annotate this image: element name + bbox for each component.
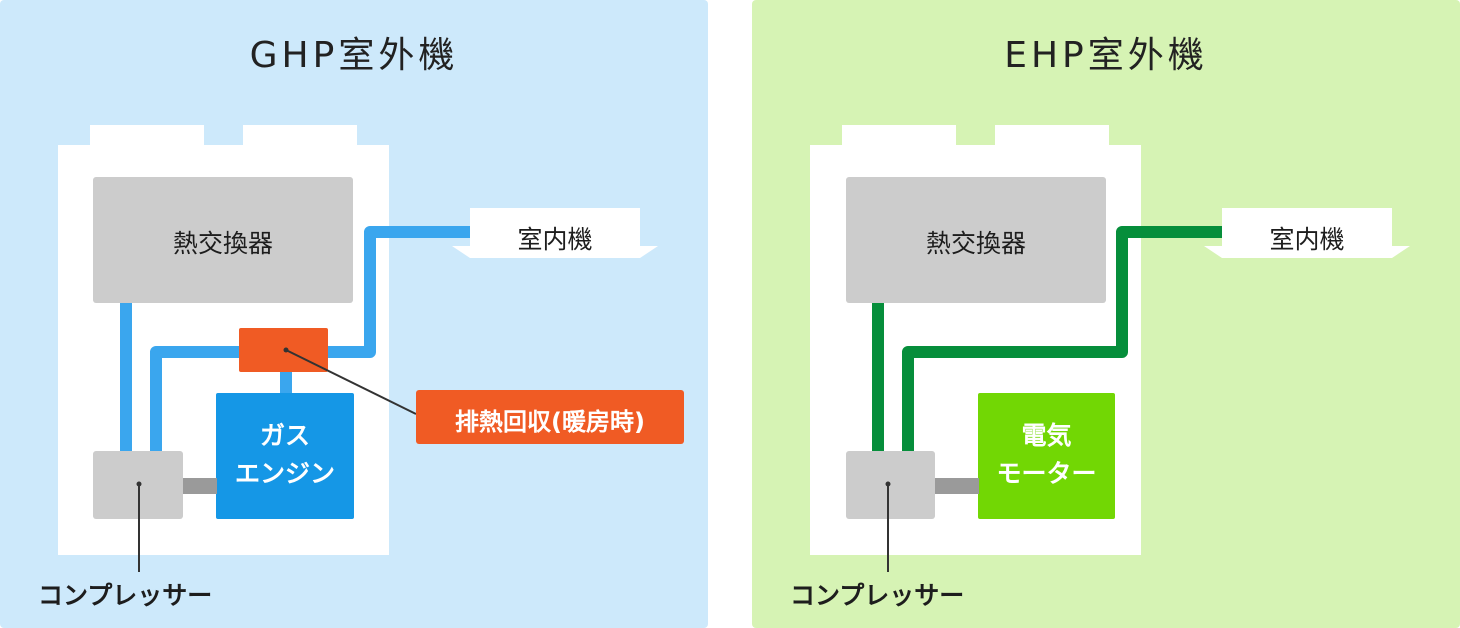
ehp-diagram — [810, 125, 1410, 572]
ghp-compressor-label: コンプレッサー — [38, 581, 213, 610]
ehp-heat-exchanger — [846, 177, 1106, 303]
ghp-heat-exchanger-label: 熱交換器 — [172, 229, 273, 258]
ehp-panel: EHP室外機 熱交換器 室内機 電気 モーター コンプレッサー — [752, 0, 1460, 628]
ehp-indoor-unit-arrow — [1204, 208, 1410, 258]
ghp-refrigerant-pipes — [120, 226, 470, 452]
ghp-indoor-unit-label: 室内機 — [517, 225, 593, 254]
ehp-title: EHP室外機 — [1004, 35, 1208, 76]
ehp-refrigerant-pipes — [872, 226, 1222, 452]
ghp-engine-label-line1: ガス — [259, 421, 310, 450]
ehp-electric-motor — [978, 393, 1115, 519]
ghp-exhaust-leader — [285, 349, 417, 415]
ghp-engine-label-line2: エンジン — [234, 459, 335, 488]
ghp-title: GHP室外機 — [249, 35, 459, 76]
ehp-heat-exchanger-label: 熱交換器 — [925, 229, 1026, 258]
ghp-diagram — [58, 125, 684, 572]
ghp-shaft — [182, 478, 217, 494]
ghp-exhaust-label-box — [416, 390, 684, 444]
ehp-compressor-label: コンプレッサー — [790, 581, 965, 610]
ehp-motor-label-line1: 電気 — [1021, 421, 1072, 450]
ghp-exhaust-heat-label: 排熱回収(暖房時) — [455, 408, 645, 436]
ghp-heat-exchanger — [93, 177, 353, 303]
ehp-motor-label-line2: モーター — [996, 459, 1097, 488]
ghp-gas-engine — [216, 393, 354, 519]
ghp-panel: GHP室外機 熱交換器 室内機 排熱回収(暖房時 — [0, 0, 708, 628]
ghp-indoor-unit-arrow — [452, 208, 658, 258]
ehp-compressor — [846, 451, 935, 519]
ehp-indoor-unit-label: 室内機 — [1269, 225, 1345, 254]
ehp-shaft — [934, 478, 979, 494]
